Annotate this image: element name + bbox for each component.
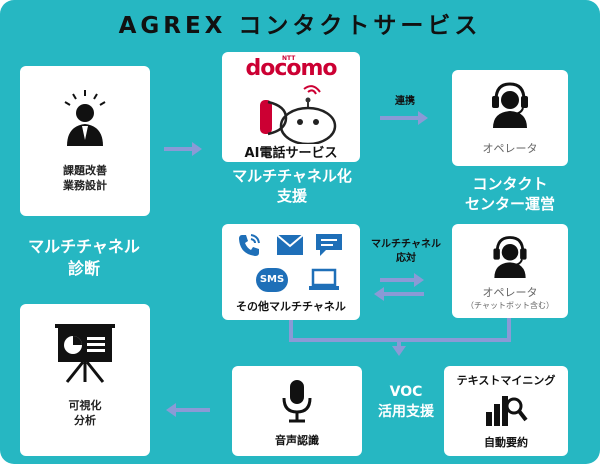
laptop-icon (309, 268, 339, 290)
consultant-icon (64, 90, 106, 146)
multichannel-response-label: マルチチャネル 応対 (371, 239, 441, 264)
arrow-response-left (384, 292, 424, 296)
operator-label-1: オペレータ (482, 142, 538, 155)
renkei-label: 連携 (395, 96, 415, 107)
robot-phone-icon (260, 85, 337, 144)
analysis-card: 可視化 分析 (20, 304, 150, 456)
headset-operator-icon (493, 236, 527, 278)
ntt-label: NTT (282, 55, 296, 62)
contact-center-label: コンタクト センター運営 (464, 175, 555, 213)
chat-icon (316, 234, 342, 256)
channels-card: SMS その他マルチチャネル (222, 224, 360, 320)
voice-recognition-card: 音声認識 (232, 366, 362, 456)
voc-support-label: VOC 活用支援 (378, 384, 434, 420)
operator-card: オペレータ (452, 70, 568, 166)
consultant-card: 課題改善 業務設計 (20, 66, 150, 216)
text-mining-label: テキストマイニング (456, 374, 556, 387)
connector-to-voc (397, 338, 401, 348)
arrow-head (166, 403, 176, 417)
multichannel-support-label: マルチチャネル化 支援 (232, 167, 352, 205)
operator-label-2: オペレータ (482, 286, 538, 299)
connector-center-down (289, 320, 293, 340)
arrow-head (374, 287, 384, 301)
connector-right-down (507, 318, 511, 340)
docomo-card: NTT docomo AI電話サービス (222, 52, 360, 162)
mail-icon (276, 234, 304, 255)
voice-recognition-label: 音声認識 (275, 434, 319, 447)
text-mining-card: テキストマイニング 自動要約 (444, 366, 568, 456)
arrow-to-analysis (176, 408, 210, 412)
arrow-response-right (380, 278, 416, 282)
visualization-label: 可視化 分析 (68, 399, 102, 427)
other-channels-label: その他マルチチャネル (236, 300, 346, 313)
arrow-head (192, 142, 202, 156)
auto-summary-label: 自動要約 (484, 436, 528, 449)
page-title: AGREX コンタクトサービス (118, 13, 482, 39)
docomo-logo: docomo (245, 56, 337, 81)
chatbot-note: （チャットボット含む） (466, 301, 554, 310)
arrow-head (392, 346, 406, 356)
sms-label: SMS (259, 274, 285, 285)
operator-chatbot-card: オペレータ （チャットボット含む） (452, 224, 568, 318)
arrow-to-center (164, 147, 194, 151)
ai-phone-service-label: AI電話サービス (244, 146, 338, 161)
sms-icon: SMS (256, 268, 288, 292)
arrow-head (418, 111, 428, 125)
bar-chart-magnifier-icon (486, 396, 528, 426)
headset-operator-icon (492, 82, 528, 128)
presentation-board-icon (55, 324, 115, 383)
arrow-renkei (380, 116, 420, 120)
microphone-icon (282, 380, 312, 423)
arrow-head (414, 273, 424, 287)
design-label: 課題改善 業務設計 (63, 164, 107, 192)
diagnosis-label: マルチチャネル 診断 (28, 237, 140, 278)
phone-call-icon (239, 234, 260, 256)
